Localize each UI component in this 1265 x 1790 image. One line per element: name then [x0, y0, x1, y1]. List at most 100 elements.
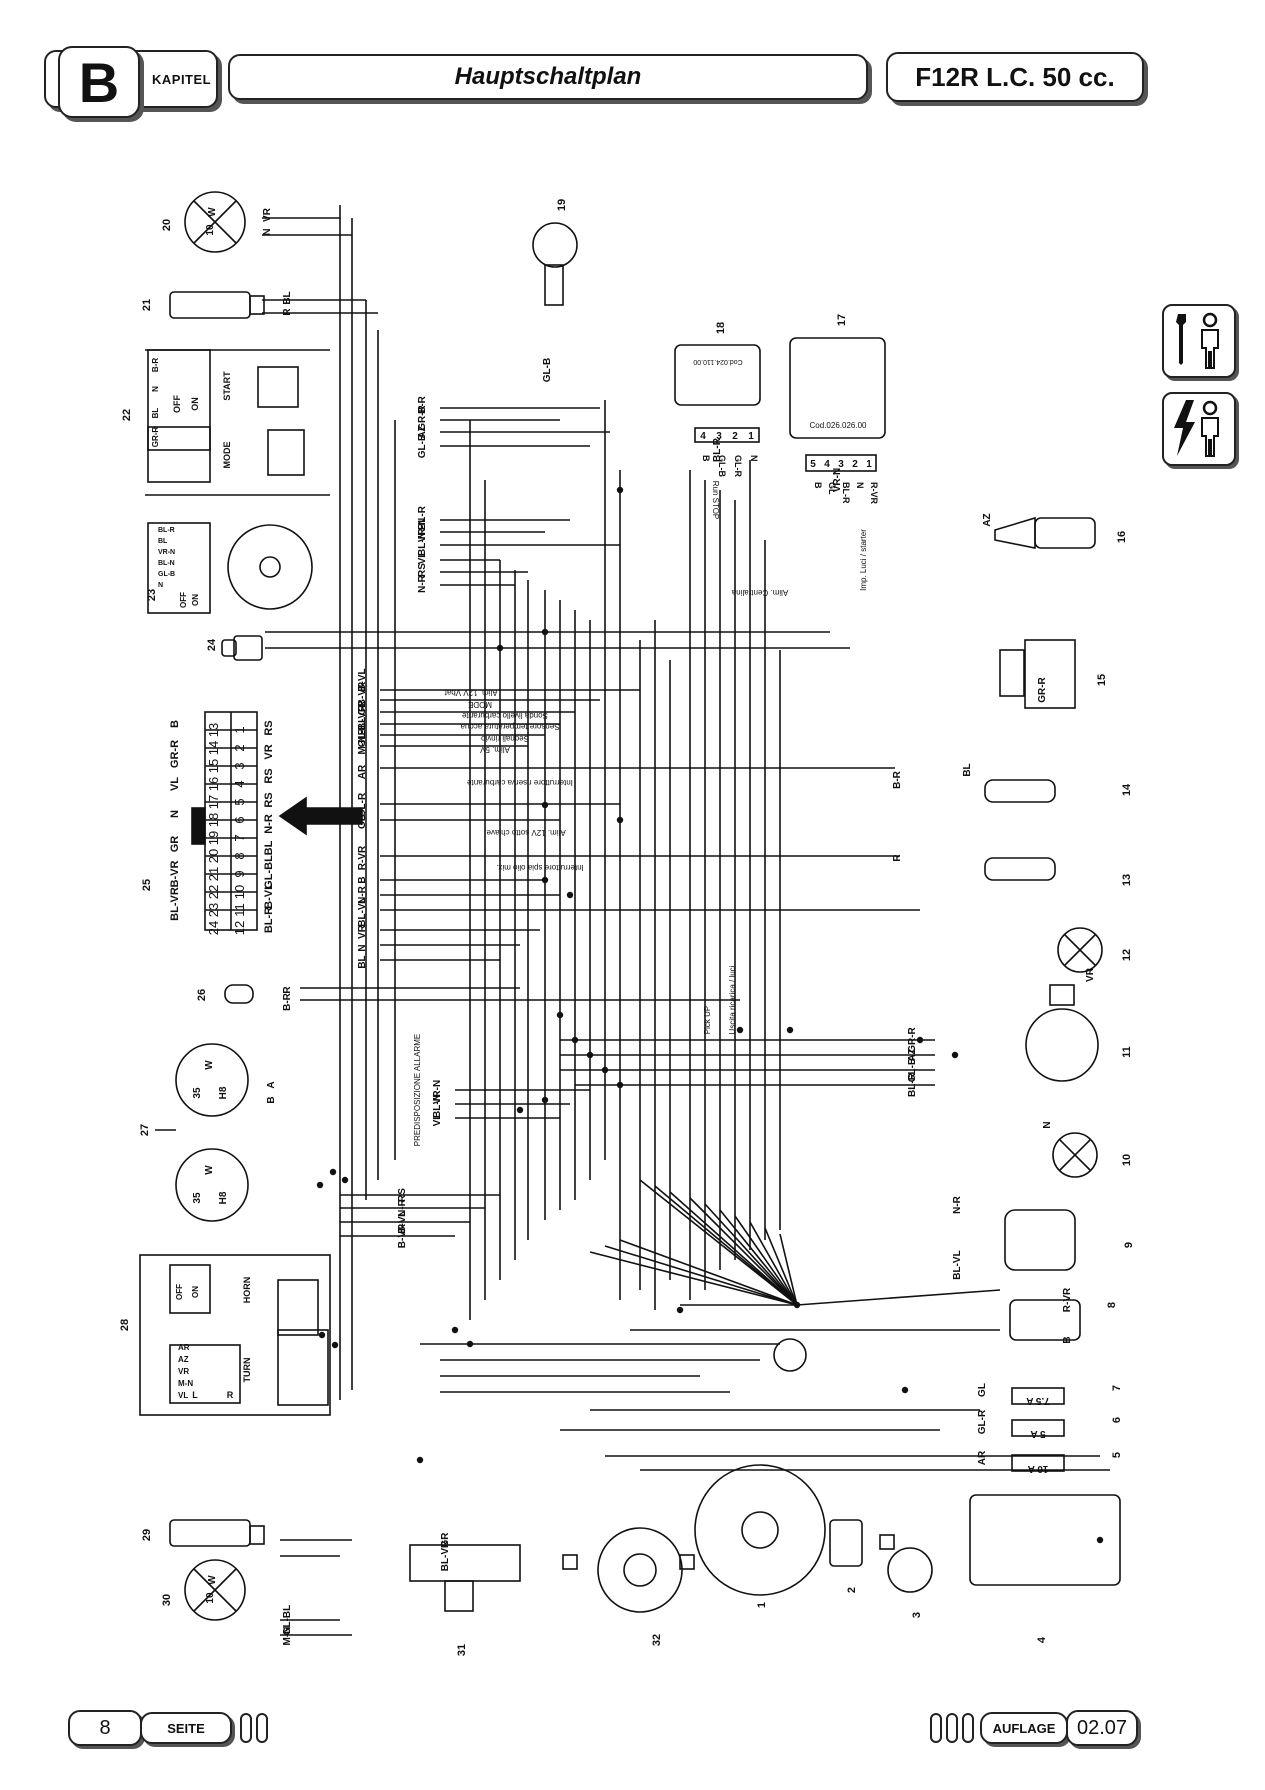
wire-code-label: GR: [357, 700, 368, 716]
switch-23-table: [147, 522, 211, 614]
alternator-1-hub: [741, 1511, 779, 1549]
component-number-20: 20: [161, 219, 173, 231]
connector-25-pin-bottom: 9: [232, 870, 247, 877]
wire-code-label: BL: [357, 955, 368, 968]
relay-18-wire: GL-B: [717, 455, 727, 477]
wire-code-label: AR: [357, 764, 368, 779]
wire-code-label: GR-R: [1037, 676, 1048, 702]
switch-28-on-label: ON: [191, 1286, 200, 1298]
ground-wire: [779, 1233, 798, 1306]
electric-lightning-icon: [1162, 392, 1236, 466]
diagram-note: PREDISPOSIZIONE ALLARME: [413, 1034, 422, 1146]
terminal-square: [562, 1554, 578, 1570]
switch-22-mode-body: [267, 429, 305, 476]
junction-dot: [329, 1168, 337, 1176]
wire-code-label: BL-N: [417, 532, 428, 556]
wire-code-label: AZ: [982, 513, 993, 526]
switch-22-off-label: OFF: [172, 395, 182, 413]
junction-dot: [916, 1036, 924, 1044]
switch-21: [169, 291, 251, 319]
component-number-10: 10: [1121, 1154, 1133, 1166]
bulb-12: [1057, 927, 1103, 973]
wire-code-label: B: [1062, 1336, 1073, 1343]
wire-code-label: GL: [357, 815, 368, 829]
component-number-3: 3: [911, 1612, 923, 1618]
wire-code-label: R-VR: [1062, 1287, 1073, 1312]
wire-code-label: VR-N: [832, 468, 843, 492]
diagram-note: Interruttore riserva carburante: [467, 778, 573, 787]
junction-dot: [541, 801, 549, 809]
fuel-pump-15-flange: [999, 649, 1025, 697]
diagram-note: Uscita ricarica / luci: [728, 965, 737, 1034]
component-number-30: 30: [161, 1594, 173, 1606]
component-number-27: 27: [139, 1124, 151, 1136]
headlight-h8-label: H8: [218, 1086, 229, 1099]
junction-dot: [676, 1306, 684, 1314]
ignition-23: [227, 524, 313, 610]
relay-18-pin: 1: [748, 431, 754, 442]
wire-code-label: VR: [262, 207, 273, 222]
sensor-19: [532, 222, 578, 268]
sensor-24-nose: [221, 639, 237, 657]
edition-value: 02.07: [1066, 1710, 1138, 1746]
ground-wire: [619, 1239, 798, 1306]
ground-wire: [704, 1203, 798, 1306]
component-31: [409, 1544, 521, 1582]
connector-25-label-right: B-VL: [263, 883, 275, 909]
relay-18-code: Cod.024.110.00: [693, 358, 742, 365]
wire-code-label: BL-VR: [357, 704, 368, 735]
component-number-22: 22: [121, 409, 133, 421]
wire-code-label: N: [1042, 1121, 1053, 1128]
connector-25-label-right: BL-R: [263, 907, 275, 933]
edition-label: AUFLAGE: [980, 1712, 1068, 1744]
footer-pill-left-1: [240, 1713, 252, 1743]
relay-18-pin: 3: [716, 431, 722, 442]
connector-25-label-right: RS: [263, 768, 275, 783]
instrument-11-term: [1049, 984, 1075, 1006]
ecu-17-connector: [805, 454, 877, 472]
junction-dot: [571, 1036, 579, 1044]
connector-25-pin-top: 20: [206, 849, 221, 863]
bulb-10: [1052, 1132, 1098, 1178]
connector-25-pin-bottom: 6: [232, 816, 247, 823]
sensor-19-stem: [544, 264, 564, 306]
headlight-w-label: W: [204, 1165, 215, 1175]
labels-layer: 2021222324252627282930313212345678910111…: [119, 199, 1135, 1656]
component-31-base: [444, 1580, 474, 1612]
junction-dot: [466, 1340, 474, 1348]
headlight-b-label: B: [266, 1096, 277, 1103]
junction-dot: [416, 1456, 424, 1464]
headlight-35-label: 35: [192, 1087, 203, 1099]
diagram-note: Run STOP: [711, 481, 720, 520]
switch-23-code: VR-N: [158, 549, 175, 556]
wire-code-label: N: [357, 944, 368, 951]
footer-pill-right-3: [962, 1713, 974, 1743]
headlight-27-low: [175, 1148, 249, 1222]
sensor-14: [984, 779, 1056, 803]
alternator-1: [694, 1464, 826, 1596]
wire-code-label: VL: [432, 1114, 443, 1127]
wire-code-label: B-R: [892, 770, 903, 789]
footer-pill-left-2: [256, 1713, 268, 1743]
ground-wire: [719, 1209, 798, 1306]
ecu-17-pin: 5: [810, 459, 816, 470]
wire-code-label: GL-B: [542, 358, 553, 382]
ecu-17: [789, 337, 886, 439]
diagram-note: Imp. Luci / starter: [859, 529, 868, 591]
connector-25-label-left: BL-VR: [169, 887, 181, 921]
switch-28-horn-table: [169, 1264, 211, 1314]
wire-code-label: AR: [977, 1450, 988, 1465]
connector-25-label-left: GR-R: [169, 740, 181, 768]
page-title: Hauptschaltplan: [228, 54, 868, 100]
wire-code-label: R: [282, 986, 293, 994]
relay-18-pin: 2: [732, 431, 738, 442]
wire-code-label: VR: [357, 924, 368, 939]
components-layer: [139, 191, 1121, 1621]
relay-8: [1009, 1299, 1081, 1341]
component-number-26: 26: [196, 989, 208, 1001]
component-number-23: 23: [146, 589, 158, 601]
chapter-label: KAPITEL: [152, 72, 212, 87]
connector-25-label-left: B-VR: [169, 861, 181, 888]
switch-29: [169, 1519, 251, 1547]
wire-code-label: N-R: [952, 1195, 963, 1214]
